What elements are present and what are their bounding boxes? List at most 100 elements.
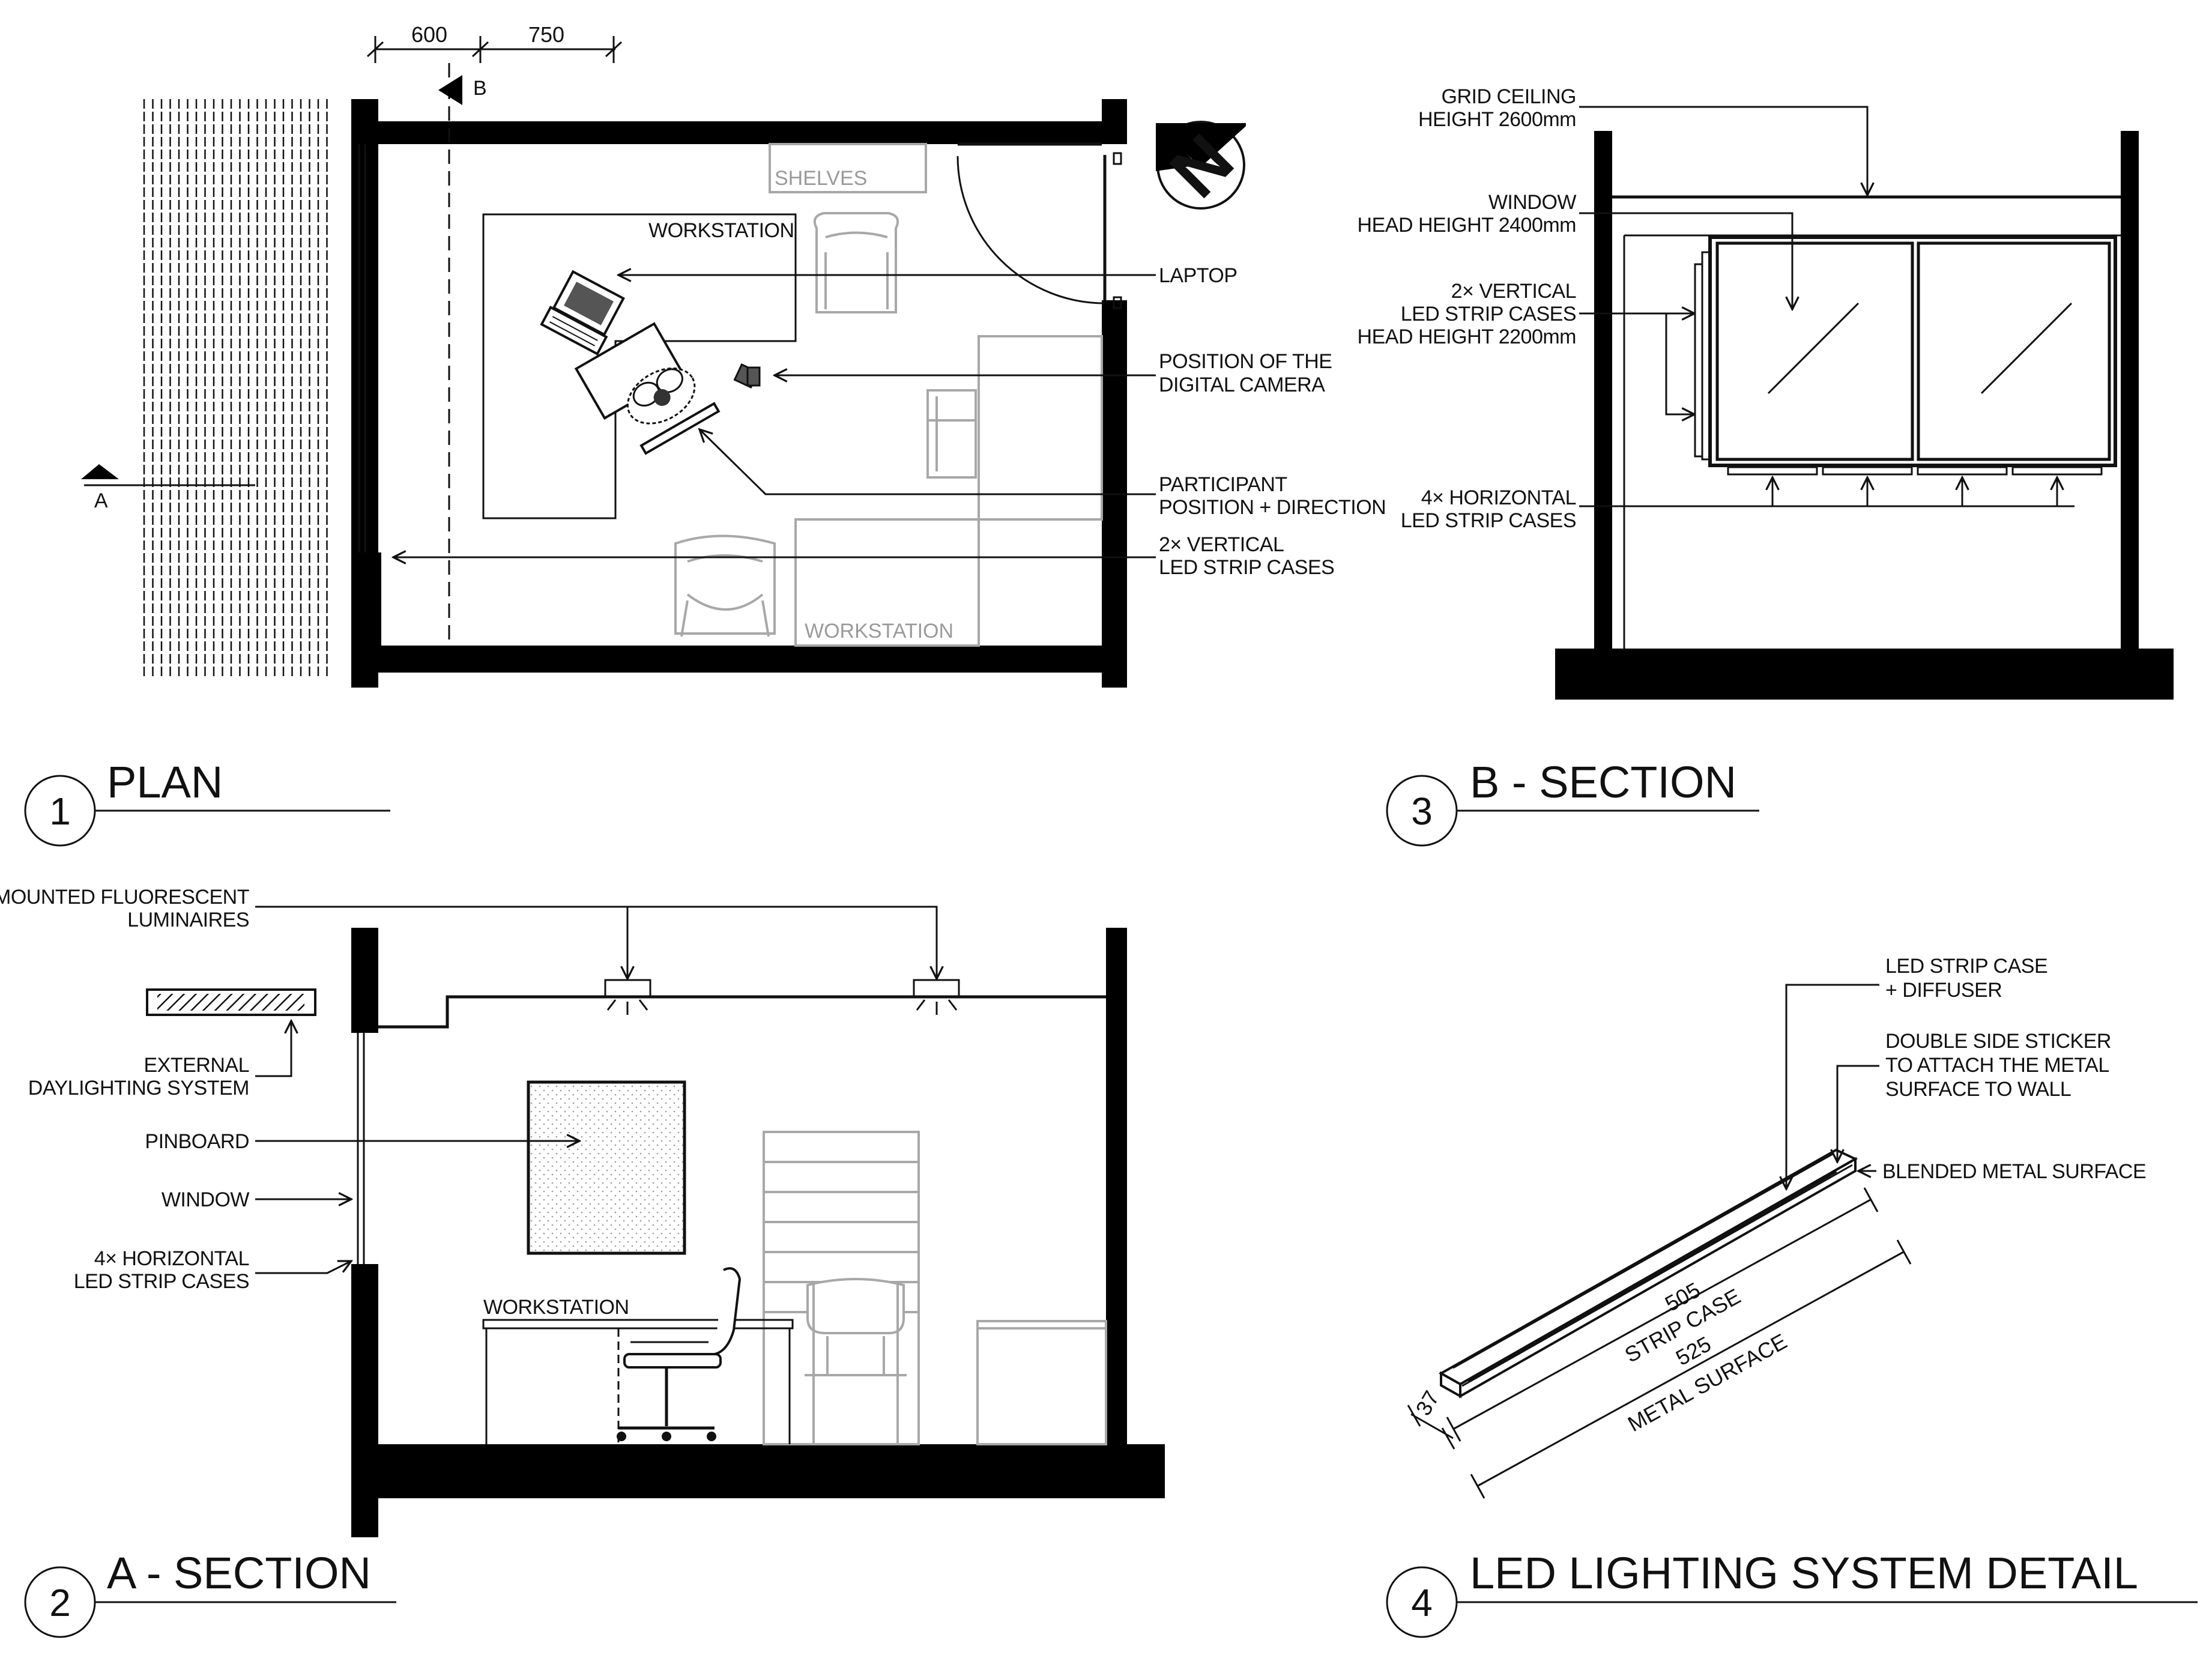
plan-chair-top — [814, 212, 899, 313]
callout-sticker-line1: DOUBLE SIDE STICKER — [1885, 1030, 2111, 1053]
section-b-floor — [1555, 649, 2174, 700]
callout-case-leader — [1786, 984, 1879, 1189]
callout-laptop: LAPTOP — [1159, 264, 1237, 287]
callout-case-line2: + DIFFUSER — [1885, 979, 2002, 1002]
laptop-icon — [540, 270, 625, 356]
callout-sticker-line2: TO ATTACH THE METAL — [1885, 1054, 2109, 1077]
led-dim-width: 37 — [1410, 1387, 1444, 1420]
plan-chair-bottom — [674, 534, 776, 637]
plan-view: 600 750 B A SHELVES WORKSTATION — [24, 22, 1386, 847]
pinboard — [527, 1080, 686, 1255]
callout-led-horizontal-a-line1: 4× HORIZONTAL — [94, 1247, 249, 1270]
section-b-led-vertical — [1694, 263, 1703, 458]
view-number-1: 1 — [49, 790, 71, 833]
section-marker-b-icon — [438, 75, 462, 105]
callout-pinboard: PINBOARD — [145, 1130, 249, 1153]
callout-led-vertical-line1: 2× VERTICAL — [1159, 533, 1284, 556]
section-b-led-horizontal — [1727, 466, 1818, 476]
plan-dim-750: 750 — [528, 22, 564, 47]
section-a-wall-west-upper — [351, 928, 378, 1033]
plan-wall-ne — [1102, 99, 1127, 144]
digital-camera-icon — [733, 363, 761, 389]
plan-wall-sw-pier — [369, 552, 381, 646]
section-a-workstation — [482, 1319, 794, 1330]
plan-wall-south — [378, 646, 1105, 673]
callout-sticker-line3: SURFACE TO WALL — [1885, 1078, 2071, 1101]
external-louvres — [143, 99, 328, 676]
callout-case-line1: LED STRIP CASE — [1885, 955, 2047, 978]
plan-dim-600: 600 — [411, 22, 447, 47]
plan-door-swing — [956, 156, 1105, 304]
section-b-wall-west — [1594, 131, 1612, 649]
callout-camera-line1: POSITION OF THE — [1159, 350, 1332, 373]
callout-blended: BLENDED METAL SURFACE — [1882, 1160, 2146, 1183]
callout-led-vertical-b-line3: HEAD HEIGHT 2200mm — [1358, 325, 1576, 348]
callout-led-vertical-b-line2: LED STRIP CASES — [1401, 303, 1576, 325]
section-marker-b-label: B — [473, 77, 486, 100]
section-a-shelves — [763, 1131, 920, 1445]
view-title-section-a: A - SECTION — [107, 1548, 371, 1598]
callout-luminaires-leader — [255, 906, 627, 979]
callout-window-head-line1: WINDOW — [1488, 191, 1577, 214]
callout-sticker-leader — [1837, 1065, 1879, 1162]
callout-window-head-line2: HEAD HEIGHT 2400mm — [1358, 214, 1576, 237]
callout-luminaires-line1: MOUNTED FLUORESCENT — [0, 886, 249, 909]
plan-cabinet — [978, 335, 1103, 521]
led-detail-view: 37 505 STRIP CASE 525 METAL SURFACE LED … — [1386, 955, 2198, 1638]
plan-shelves — [769, 143, 927, 193]
section-b-wall-east — [2121, 131, 2139, 649]
plan-chair-right — [926, 389, 977, 479]
view-number-3: 3 — [1411, 790, 1433, 833]
plan-shelves-label: SHELVES — [775, 167, 867, 190]
callout-led-horizontal-a-line2: LED STRIP CASES — [74, 1270, 249, 1293]
office-chair-icon — [617, 1267, 742, 1441]
section-a-view: WORKSTATION MOUNTED FLUORESCENT LUMINAIR… — [0, 886, 1165, 1638]
section-a-workstation-label: WORKSTATION — [483, 1296, 629, 1319]
callout-window-a: WINDOW — [162, 1188, 250, 1211]
led-dim-strip-line — [1452, 1199, 1871, 1430]
view-number-4: 4 — [1411, 1581, 1433, 1624]
led-strip-case-illustration — [1438, 1148, 1858, 1399]
section-b-glass-glint — [1767, 302, 1860, 395]
section-a-desk-grey — [976, 1320, 1107, 1445]
callout-led-horizontal-a-leader — [255, 1261, 351, 1274]
callout-grid-ceiling-line2: HEIGHT 2600mm — [1418, 108, 1576, 131]
section-a-wall-east — [1106, 928, 1127, 1444]
plan-workstation-secondary — [794, 518, 980, 647]
section-a-wall-west-lower — [351, 1264, 378, 1537]
callout-led-vertical-line2: LED STRIP CASES — [1159, 556, 1334, 579]
section-a-chair-grey — [805, 1278, 907, 1444]
plan-workstation-secondary-label: WORKSTATION — [805, 620, 953, 643]
view-title-section-b: B - SECTION — [1470, 757, 1736, 807]
section-marker-a-icon — [81, 464, 119, 479]
callout-grid-ceiling-leader — [1579, 106, 1867, 195]
callout-led-horizontal-b-line1: 4× HORIZONTAL — [1421, 486, 1576, 509]
section-a-floor — [378, 1444, 1165, 1498]
callout-camera-line2: DIGITAL CAMERA — [1159, 374, 1325, 396]
led-dim-metal-line — [1476, 1251, 1904, 1487]
north-arrow-icon: N — [1155, 119, 1248, 213]
callout-grid-ceiling-line1: GRID CEILING — [1442, 85, 1576, 108]
callout-led-vertical-b-line1: 2× VERTICAL — [1451, 280, 1576, 303]
callout-led-horizontal-b-line2: LED STRIP CASES — [1401, 509, 1576, 532]
callout-daylighting-leader — [255, 1021, 291, 1077]
callout-participant-line2: POSITION + DIRECTION — [1159, 496, 1386, 519]
view-number-2: 2 — [49, 1581, 71, 1624]
fluorescent-luminaire-icon — [913, 979, 960, 1015]
callout-luminaires-line2: LUMINAIRES — [127, 909, 249, 931]
callout-participant-leader — [700, 429, 1156, 495]
plan-workstation-desk — [482, 213, 797, 519]
plan-wall-north — [378, 121, 1105, 144]
plan-workstation-label: WORKSTATION — [648, 219, 794, 242]
view-title-led-detail: LED LIGHTING SYSTEM DETAIL — [1470, 1548, 2138, 1598]
section-a-ceiling — [378, 995, 1106, 1029]
section-marker-a-label: A — [94, 489, 108, 512]
section-b-view: GRID CEILING HEIGHT 2600mm WINDOW HEAD H… — [1358, 85, 2174, 847]
callout-daylighting-line1: EXTERNAL — [144, 1054, 250, 1077]
callout-window-head-leader — [1579, 212, 1792, 309]
callout-daylighting-line2: DAYLIGHTING SYSTEM — [28, 1077, 249, 1100]
view-title-plan: PLAN — [107, 757, 223, 807]
participant-icon — [574, 322, 721, 455]
callout-participant-line1: PARTICIPANT — [1159, 473, 1287, 496]
